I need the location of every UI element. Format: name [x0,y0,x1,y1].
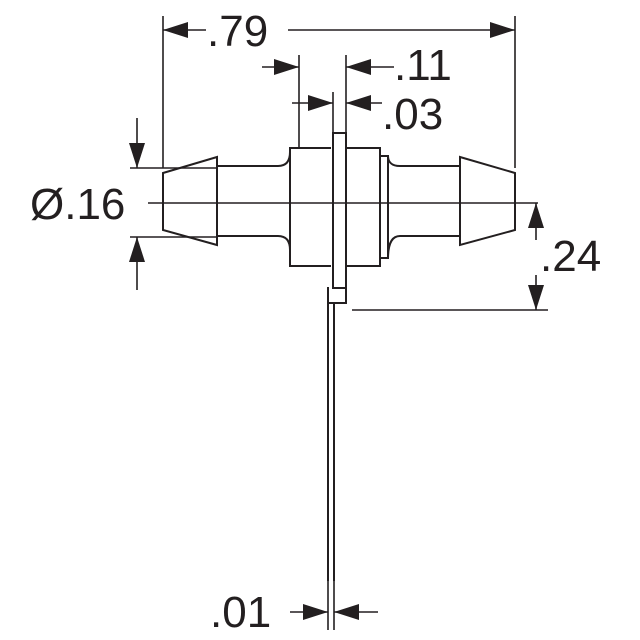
right-barb [459,155,516,247]
dim-label-slot-width: .03 [382,90,443,139]
body-right [345,147,389,267]
dim-label-barb-diameter: Ø.16 [30,180,125,229]
dim-label-flange-width: .11 [394,41,452,90]
body-left [289,147,331,267]
dim-barb-diameter: Ø.16 [30,118,217,290]
dim-lead-offset: .24 [352,203,601,311]
arrow-left-icon [334,604,359,620]
lead-wire [327,302,335,581]
dim-label-lead-thickness: .01 [210,588,271,637]
arrow-up-icon [528,203,544,228]
arrow-left-icon [346,59,371,75]
dim-flange-width: .11 [262,41,452,148]
dim-slot-width: .03 [292,90,443,139]
arrow-right-icon [274,59,299,75]
arrow-up-icon [129,237,145,262]
arrow-down-icon [528,285,544,310]
terminal-tab [332,132,347,289]
dim-label-lead-offset: .24 [540,232,601,281]
right-tube [386,154,461,260]
dim-overall-length: .79 [162,7,516,168]
arrow-left-icon [346,95,371,111]
part-outline [148,132,538,581]
left-tube [216,150,292,252]
arrow-right-icon [303,604,328,620]
dim-lead-thickness: .01 [210,580,378,637]
arrow-left-icon [163,22,188,38]
arrow-right-icon [308,95,333,111]
arrow-right-icon [490,22,515,38]
left-barb [162,155,218,247]
dim-label-overall-length: .79 [207,7,268,56]
lead-hook [327,287,347,304]
arrow-down-icon [129,143,145,168]
